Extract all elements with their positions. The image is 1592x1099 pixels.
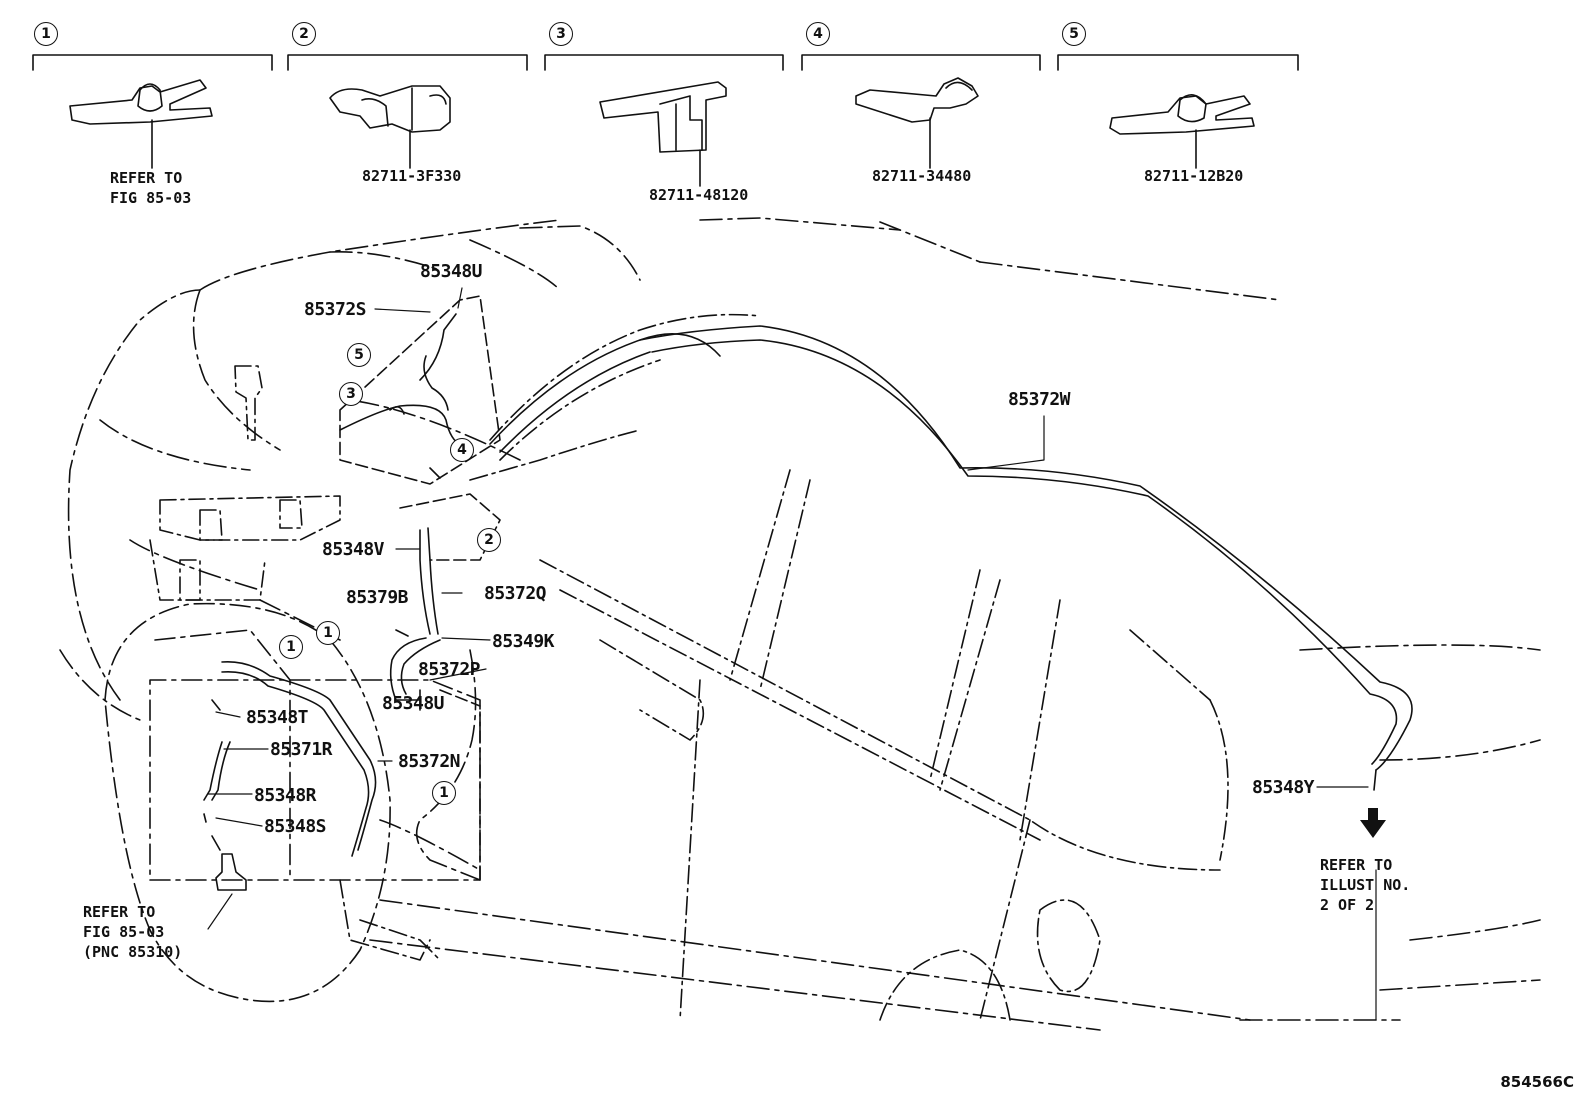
marker-1-c: 1: [432, 781, 456, 805]
roof-hose: [489, 325, 1413, 791]
vehicle-body-lines: [339, 313, 1229, 1021]
callout-1-part: REFER TO FIG 85-03: [110, 169, 192, 207]
diagram-id: 854566C: [1500, 1073, 1574, 1091]
clip-4-drawing: [855, 77, 979, 169]
lower-hoses: [203, 660, 377, 891]
label-85372Q: 85372Q: [484, 583, 547, 604]
label-85372N: 85372N: [398, 751, 461, 772]
label-85372S: 85372S: [304, 299, 367, 320]
wheel-well: [104, 602, 481, 1003]
callout-5-part: 82711-12B20: [1144, 167, 1244, 185]
callout-3-part: 82711-48120: [649, 186, 749, 204]
clip-1-drawing: [69, 79, 213, 169]
label-85348R: 85348R: [254, 785, 317, 806]
label-85349K: 85349K: [492, 631, 555, 652]
callout-number-2: 2: [292, 22, 316, 46]
label-85348U-mid: 85348U: [382, 693, 445, 714]
label-85372W: 85372W: [1008, 389, 1071, 410]
continue-arrow-icon: [1360, 808, 1386, 838]
leader-lines: [207, 287, 1377, 1021]
label-85372P: 85372P: [418, 659, 481, 680]
label-85348Y: 85348Y: [1252, 777, 1315, 798]
clip-2-drawing: [329, 85, 451, 169]
callout-number-1: 1: [34, 22, 58, 46]
pump-reference: REFER TO FIG 85-03 (PNC 85310): [83, 903, 183, 961]
marker-4: 4: [450, 438, 474, 462]
callout-2-part: 82711-3F330: [362, 167, 462, 185]
marker-1-a: 1: [279, 635, 303, 659]
upper-hose-box: [339, 295, 501, 485]
marker-3: 3: [339, 382, 363, 406]
clip-3-drawing: [599, 81, 727, 187]
marker-2: 2: [477, 528, 501, 552]
label-85348S: 85348S: [264, 816, 327, 837]
upper-hoses: [339, 313, 463, 479]
clip-5-drawing: [1109, 94, 1255, 169]
callout-number-3: 3: [549, 22, 573, 46]
callout-number-4: 4: [806, 22, 830, 46]
label-85348U-top: 85348U: [420, 261, 483, 282]
label-85379B: 85379B: [346, 587, 409, 608]
callout-4-part: 82711-34480: [872, 167, 972, 185]
callout-brackets: [32, 54, 1299, 71]
illustration-reference: REFER TO ILLUST NO. 2 OF 2: [1320, 856, 1411, 914]
label-85348V: 85348V: [322, 539, 385, 560]
middle-dashed-box: [399, 493, 501, 881]
washer-tank: [149, 365, 341, 601]
marker-5: 5: [347, 343, 371, 367]
callout-number-5: 5: [1062, 22, 1086, 46]
middle-hoses: [389, 527, 441, 711]
vehicle-outline: [59, 217, 1541, 1031]
label-85348T: 85348T: [246, 707, 309, 728]
label-85371R: 85371R: [270, 739, 333, 760]
marker-1-b: 1: [316, 621, 340, 645]
